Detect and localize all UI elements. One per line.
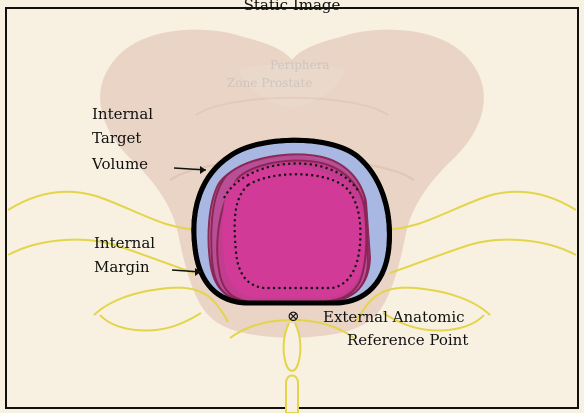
label-itv-line-2: Target [92, 129, 141, 147]
label-itv-line-1: Internal [92, 105, 153, 123]
label-im-line-1: Internal [94, 234, 155, 252]
ghost-text-1: Periphera [270, 58, 330, 72]
label-im-line-2: Margin [94, 258, 150, 276]
reference-point-icon: ⊗ [287, 307, 300, 325]
label-itv-line-3: Volume [91, 155, 148, 173]
central-midline-outline [284, 323, 301, 371]
ghost-text-2: Zone Prostate [227, 76, 312, 90]
label-earp-line-2: Reference Point [347, 331, 468, 349]
top-title: Static Image [244, 0, 341, 14]
bottom-midline-outline [286, 376, 298, 413]
label-earp-line-1: External Anatomic [323, 308, 465, 326]
